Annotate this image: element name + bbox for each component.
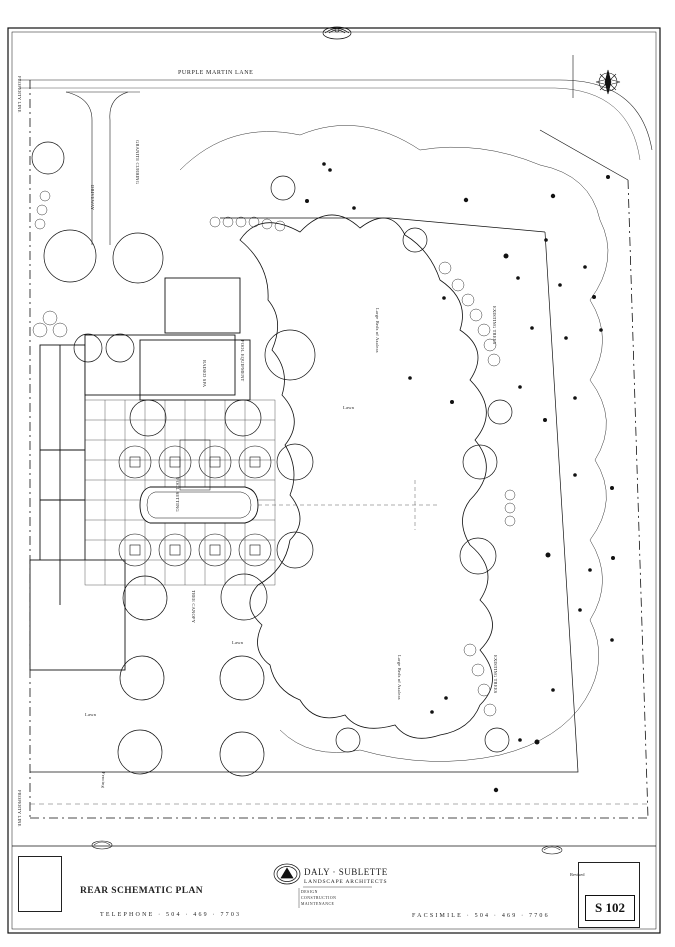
house-footprint	[29, 277, 251, 671]
existing-trees	[31, 141, 513, 777]
existing-trees-label-2: EXISTING TREES	[493, 655, 498, 694]
street-edge	[20, 79, 653, 151]
tree-canopy-label: TREE CANOPY	[191, 590, 196, 624]
top-ornament	[322, 26, 352, 40]
driveway	[65, 91, 140, 245]
fencing-label: Fencing	[101, 772, 106, 788]
lawn-label-2: Lawn	[232, 640, 244, 645]
granite-curbing-label: GRANITE CURBING	[135, 140, 140, 185]
firm-service: CONSTRUCTION	[301, 896, 337, 900]
stamp-box	[578, 862, 640, 928]
title-ornament-right	[541, 845, 563, 855]
lawn-label: Lawn	[343, 405, 355, 410]
pool-equipment-label: POOL EQUIPMENT	[240, 340, 245, 382]
street-name-label: PURPLE MARTIN LANE	[178, 70, 254, 76]
street-edge-2	[20, 87, 641, 161]
shrub-row	[32, 190, 516, 717]
raised-spa-label: RAISED SPA	[202, 360, 207, 388]
firm-name: DALY · SUBLETTE	[304, 867, 388, 877]
pool	[139, 439, 259, 524]
axis-lines	[258, 480, 440, 530]
sheet-number: S 102	[585, 895, 635, 921]
revised-label: Revised	[570, 872, 585, 877]
sheet-border-outer	[7, 27, 661, 934]
outer-bed-edge	[179, 125, 609, 762]
pool-planters	[118, 445, 272, 567]
large-beds-label: Large Beds of Azaleas	[375, 308, 380, 353]
title-ornament-left	[91, 840, 113, 850]
fence-line	[30, 129, 629, 773]
facsimile-number: FACSIMILE · 504 · 469 · 7706	[412, 913, 550, 919]
sheet-border-inner	[11, 31, 657, 930]
property-line-label: PROPERTY LINE	[17, 76, 22, 113]
property-line	[29, 80, 649, 819]
driveway-label: DRIVEWAY	[90, 185, 95, 211]
notes-box	[18, 856, 62, 912]
firm-service: MAINTENANCE	[301, 902, 335, 906]
firm-service: DESIGN	[301, 890, 318, 894]
lawn-bed-edge	[239, 214, 493, 739]
firm-logo-icon	[273, 863, 301, 885]
north-arrow-icon	[572, 55, 621, 98]
large-beds-label-2: Large Beds of Azaleas	[397, 655, 402, 700]
specimen-dots	[305, 162, 615, 793]
pool-label: POOL SETTING	[175, 478, 180, 512]
lawn-label-3: Lawn	[85, 712, 97, 717]
firm-subtitle: LANDSCAPE ARCHITECTS	[304, 879, 388, 885]
property-line-label-2: PROPERTY LINE	[17, 790, 22, 827]
telephone-number: TELEPHONE · 504 · 469 · 7703	[100, 912, 242, 918]
existing-trees-label: EXISTING TREES	[492, 306, 497, 345]
drawing-title: REAR SCHEMATIC PLAN	[80, 886, 204, 896]
